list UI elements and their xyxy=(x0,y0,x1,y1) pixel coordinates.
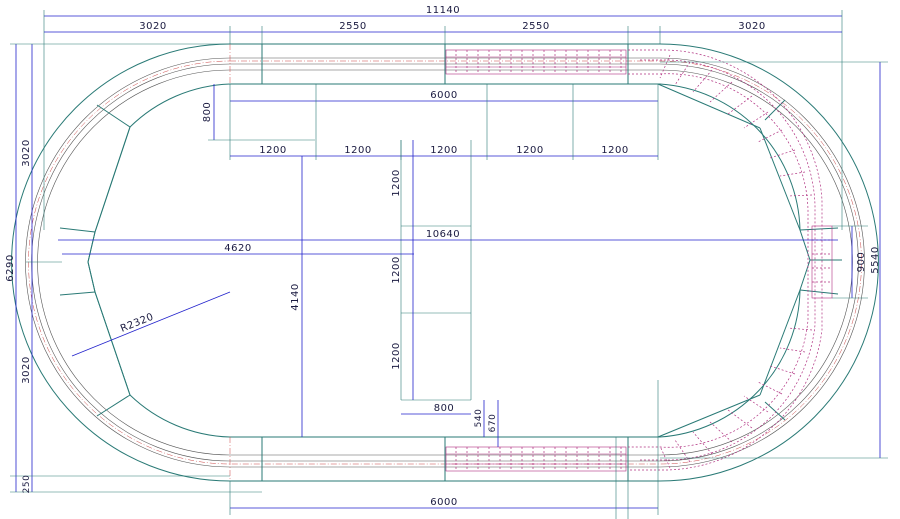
dim-overall-width: 11140 xyxy=(426,5,460,16)
dim-left-lower-height: 3020 xyxy=(21,356,32,383)
dim-inner-height: 4140 xyxy=(290,283,301,310)
track-outline xyxy=(11,43,879,482)
dim-inner-offset: 800 xyxy=(202,102,213,123)
dimension-lines xyxy=(10,10,888,519)
dim-vert-bay-1: 1200 xyxy=(391,169,402,196)
dim-overall-height: 6290 xyxy=(5,254,16,281)
dim-top-straight-left: 2550 xyxy=(339,21,366,32)
dim-right-gap: 900 xyxy=(856,252,867,273)
dim-bay-3: 1200 xyxy=(430,145,457,156)
dim-bay-1: 1200 xyxy=(259,145,286,156)
dim-left-to-center: 4620 xyxy=(224,243,251,254)
dim-left-upper-height: 3020 xyxy=(21,139,32,166)
dim-left-curve-width: 3020 xyxy=(139,21,166,32)
tie-detail-top xyxy=(445,49,627,75)
tie-detail-bottom xyxy=(445,446,627,472)
dim-vert-bay-3: 1200 xyxy=(391,342,402,369)
dim-bay-5: 1200 xyxy=(601,145,628,156)
dim-right-height: 5540 xyxy=(870,246,881,273)
dim-inner-straight-bottom: 6000 xyxy=(430,497,457,508)
dim-center-span: 10640 xyxy=(426,229,460,240)
dim-radius: R2320 xyxy=(119,312,155,335)
dim-bay-2: 1200 xyxy=(344,145,371,156)
dim-bottom-offset-a: 540 xyxy=(474,409,484,428)
dim-left-bottom-offset: 250 xyxy=(22,475,32,494)
dim-bottom-inner-width: 800 xyxy=(434,403,455,414)
dim-vert-bay-2: 1200 xyxy=(391,256,402,283)
dim-bottom-offset-b: 670 xyxy=(488,414,498,433)
dim-right-curve-width: 3020 xyxy=(738,21,765,32)
dim-bay-4: 1200 xyxy=(516,145,543,156)
dim-top-straight-right: 2550 xyxy=(522,21,549,32)
dim-inner-straight-top: 6000 xyxy=(430,90,457,101)
